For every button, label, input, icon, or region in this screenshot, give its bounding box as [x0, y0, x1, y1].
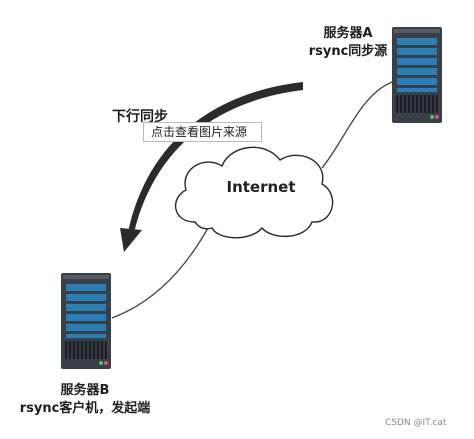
downsync-label: 下行同步: [112, 109, 168, 125]
server-a-icon: [392, 27, 442, 123]
link-server-a-to-cloud: [321, 81, 393, 169]
downsync-arrow: [120, 82, 303, 252]
internet-label: Internet: [226, 178, 296, 196]
server-a-label: 服务器A rsync同步源: [303, 25, 393, 61]
server-b-icon: [61, 273, 111, 369]
server-b-label: 服务器B rsync客户机，发起端: [10, 382, 160, 418]
server-b-name: 服务器B: [60, 383, 110, 398]
watermark: CSDN @IT.cat: [385, 418, 447, 428]
server-b-role: rsync客户机，发起端: [19, 401, 151, 416]
server-a-role: rsync同步源: [308, 44, 388, 59]
internet-cloud: [174, 146, 334, 239]
image-source-tooltip[interactable]: 点击查看图片来源: [143, 122, 262, 142]
link-cloud-to-server-b: [111, 227, 209, 319]
server-a-name: 服务器A: [323, 26, 373, 41]
